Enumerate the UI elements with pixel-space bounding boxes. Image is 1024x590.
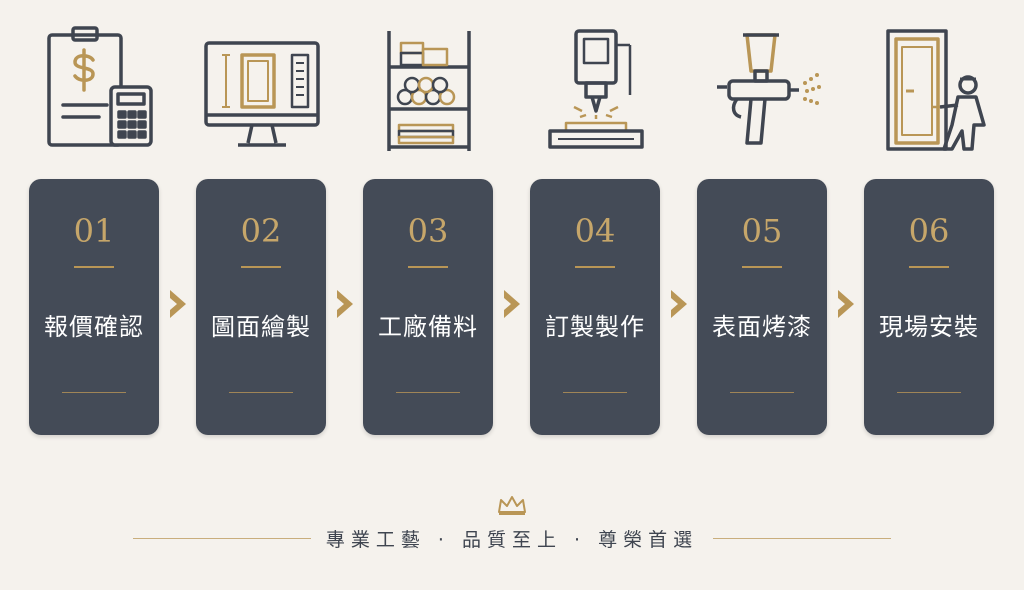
step-title: 表面烤漆 bbox=[712, 313, 812, 341]
divider bbox=[133, 538, 311, 539]
divider bbox=[575, 266, 615, 268]
step-number: 06 bbox=[908, 212, 950, 250]
divider bbox=[563, 392, 627, 393]
divider bbox=[742, 266, 782, 268]
divider bbox=[408, 266, 448, 268]
step-number: 02 bbox=[240, 212, 282, 250]
divider bbox=[62, 392, 126, 393]
door-installer-icon bbox=[864, 22, 996, 157]
step-number: 01 bbox=[73, 212, 115, 250]
chevron-right-icon bbox=[337, 290, 353, 318]
step-number: 05 bbox=[741, 212, 783, 250]
step-title: 現場安裝 bbox=[879, 313, 979, 341]
chevron-right-icon bbox=[838, 290, 854, 318]
step-number: 03 bbox=[407, 212, 449, 250]
divider bbox=[241, 266, 281, 268]
divider bbox=[713, 538, 891, 539]
step-title: 圖面繪製 bbox=[211, 313, 311, 341]
chevron-right-icon bbox=[504, 290, 520, 318]
divider bbox=[897, 392, 961, 393]
spray-gun-icon bbox=[697, 22, 829, 157]
tagline: 專業工藝 · 品質至上 · 尊榮首選 bbox=[325, 529, 699, 551]
step-title: 工廠備料 bbox=[378, 313, 478, 341]
step-title: 報價確認 bbox=[44, 313, 144, 341]
step-number: 04 bbox=[574, 212, 616, 250]
divider bbox=[74, 266, 114, 268]
divider bbox=[730, 392, 794, 393]
chevron-right-icon bbox=[170, 290, 186, 318]
tagline-row: 專業工藝 · 品質至上 · 尊榮首選 bbox=[0, 520, 1024, 560]
drawing-monitor-icon bbox=[196, 22, 328, 157]
divider bbox=[909, 266, 949, 268]
chevron-right-icon bbox=[671, 290, 687, 318]
step-title: 訂製製作 bbox=[545, 313, 645, 341]
crown-icon bbox=[498, 496, 526, 515]
divider bbox=[396, 392, 460, 393]
divider bbox=[229, 392, 293, 393]
material-shelf-icon bbox=[363, 22, 495, 157]
quote-calculator-icon bbox=[29, 22, 161, 157]
cnc-machine-icon bbox=[530, 22, 662, 157]
